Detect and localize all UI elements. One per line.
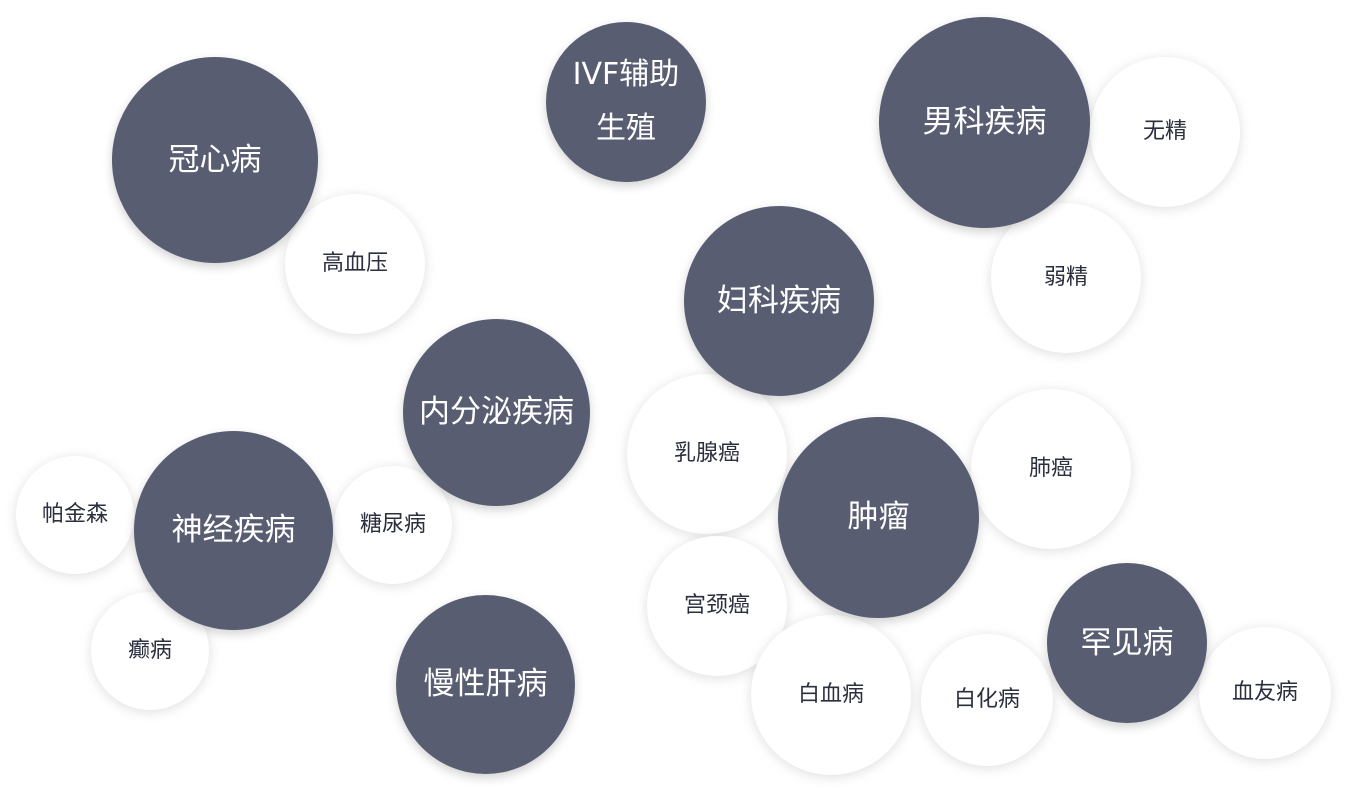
- bubble-zhongliu[interactable]: 肿瘤: [778, 417, 979, 618]
- bubble-label: 肿瘤: [847, 499, 910, 536]
- bubble-label: 糖尿病: [359, 512, 426, 538]
- bubble-tangniaobing[interactable]: 糖尿病: [334, 466, 452, 584]
- bubble-manxingganbing[interactable]: 慢性肝病: [396, 595, 575, 774]
- bubble-label: 内分泌疾病: [419, 394, 574, 431]
- bubble-label: 罕见病: [1080, 624, 1174, 661]
- bubble-label: 血友病: [1231, 680, 1298, 706]
- bubble-ruojing[interactable]: 弱精: [991, 203, 1141, 353]
- bubble-ruxianai[interactable]: 乳腺癌: [627, 374, 787, 534]
- bubble-gaoxueya[interactable]: 高血压: [285, 194, 425, 334]
- bubble-wujing[interactable]: 无精: [1090, 57, 1240, 207]
- bubble-feiai[interactable]: 肺癌: [971, 389, 1131, 549]
- bubble-label: IVF辅助 生殖: [572, 57, 680, 146]
- bubble-label: 白化病: [953, 687, 1020, 713]
- bubble-ivf[interactable]: IVF辅助 生殖: [546, 22, 706, 182]
- bubble-label: 男科疾病: [922, 104, 1047, 141]
- bubble-hanjianbing[interactable]: 罕见病: [1047, 563, 1207, 723]
- bubble-shenjing[interactable]: 神经疾病: [134, 431, 333, 630]
- bubble-label: 癫病: [127, 638, 172, 664]
- bubble-label: 无精: [1142, 119, 1187, 145]
- bubble-guanxinbing[interactable]: 冠心病: [112, 57, 318, 263]
- bubble-label: 冠心病: [168, 141, 262, 178]
- bubble-pajinsen[interactable]: 帕金森: [16, 456, 134, 574]
- bubble-label: 神经疾病: [171, 512, 296, 549]
- bubble-xueyoubing[interactable]: 血友病: [1199, 627, 1331, 759]
- bubble-baixuebing[interactable]: 白血病: [751, 615, 911, 775]
- bubble-label: 高血压: [321, 251, 388, 277]
- bubble-fuke[interactable]: 妇科疾病: [684, 206, 874, 396]
- bubble-nanke[interactable]: 男科疾病: [879, 17, 1090, 228]
- bubble-label: 慢性肝病: [423, 666, 548, 703]
- bubble-label: 乳腺癌: [673, 441, 740, 467]
- bubble-label: 肺癌: [1028, 456, 1073, 482]
- bubble-label: 宫颈癌: [683, 593, 750, 619]
- bubble-baihuabing[interactable]: 白化病: [921, 634, 1053, 766]
- bubble-label: 帕金森: [41, 502, 108, 528]
- bubble-label: 妇科疾病: [717, 282, 841, 319]
- bubble-label: 白血病: [797, 682, 864, 708]
- bubble-neifenmi[interactable]: 内分泌疾病: [403, 319, 590, 506]
- bubble-label: 弱精: [1043, 265, 1088, 291]
